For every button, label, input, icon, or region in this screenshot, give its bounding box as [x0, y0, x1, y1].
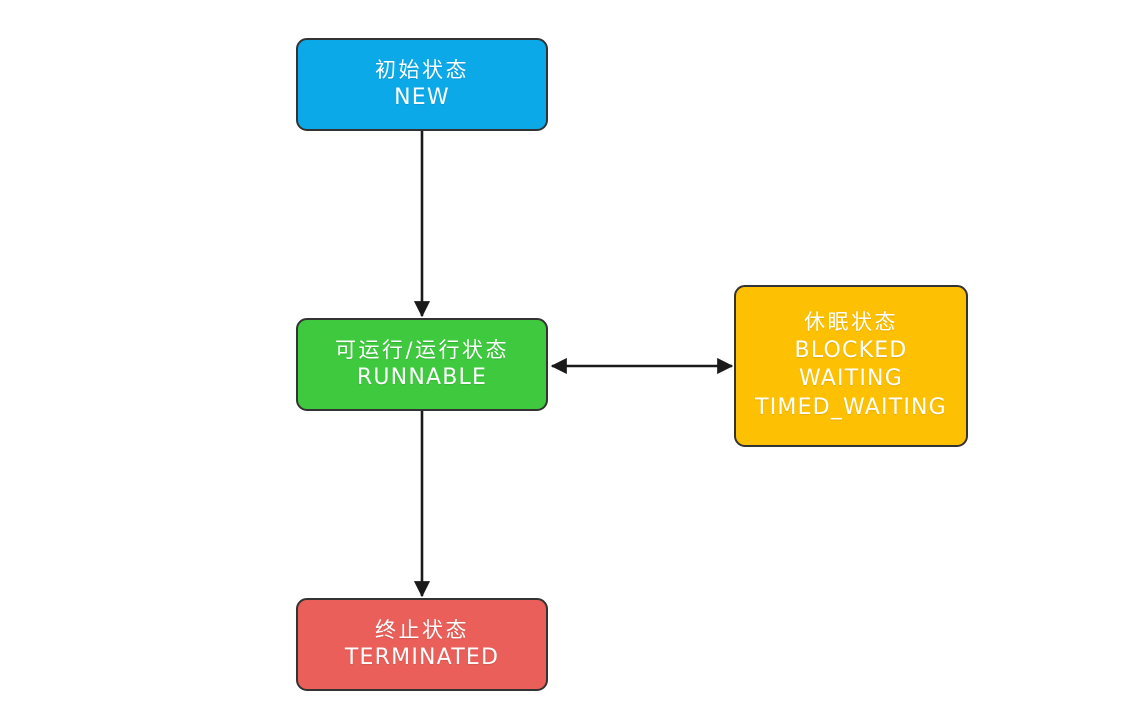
- node-new[interactable]: 初始状态 NEW: [296, 38, 548, 131]
- node-sleeping-label-waiting: WAITING: [799, 366, 903, 392]
- node-new-label-en: NEW: [394, 84, 450, 110]
- node-runnable-label-en: RUNNABLE: [356, 364, 488, 390]
- node-sleeping-label-blocked: BLOCKED: [794, 337, 908, 363]
- node-terminated-label-cn: 终止状态: [375, 617, 469, 642]
- node-sleeping-label-timed-waiting: TIMED_WAITING: [755, 394, 947, 420]
- node-sleeping-label-cn: 休眠状态: [804, 310, 898, 335]
- node-sleeping[interactable]: 休眠状态 BLOCKED WAITING TIMED_WAITING: [734, 285, 968, 447]
- node-terminated[interactable]: 终止状态 TERMINATED: [296, 598, 548, 691]
- node-runnable-label-cn: 可运行/运行状态: [334, 337, 510, 362]
- node-new-label-cn: 初始状态: [375, 57, 469, 82]
- node-runnable[interactable]: 可运行/运行状态 RUNNABLE: [296, 318, 548, 411]
- node-terminated-label-en: TERMINATED: [344, 644, 500, 670]
